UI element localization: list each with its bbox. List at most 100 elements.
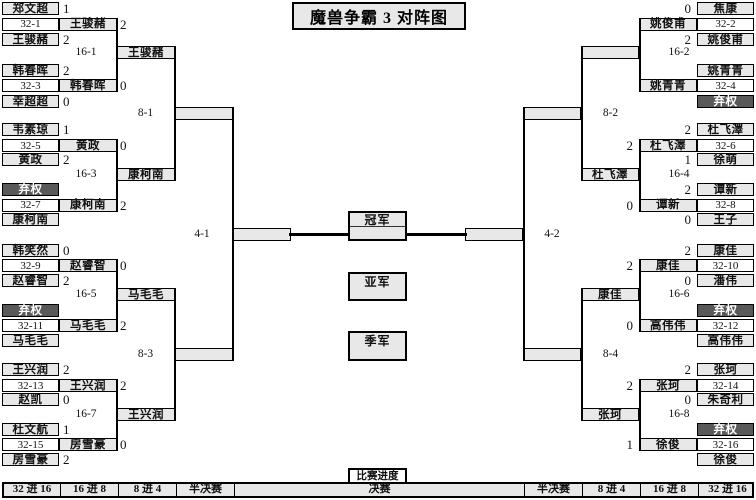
connector-16-8: [638, 379, 641, 451]
score-32-8-p1: 2: [684, 182, 692, 197]
round-label-8-2: 8-2: [602, 107, 619, 119]
score-32-1-winner: 2: [120, 16, 127, 32]
score-32-15-p1: 1: [63, 422, 70, 437]
score-32-8-p2: 0: [684, 212, 692, 227]
score-32-14-p1: 2: [684, 362, 692, 377]
player-box-32-3-p1: 韩春晖: [2, 64, 59, 77]
stage-cell-6: 8 进 4: [583, 483, 641, 496]
connector-16-5: [115, 259, 118, 332]
third-place-box: 季军: [348, 331, 407, 361]
player-box-32-7-p1: 弃权: [2, 183, 59, 196]
winner-box-16-7: 王兴润: [117, 408, 175, 421]
final-line-right: [406, 233, 467, 236]
player-box-32-2-p2: 姚俊甫: [697, 33, 754, 46]
player-box-32-5-p2: 黄政: [2, 153, 59, 166]
player-box-32-3-p2: 幸超超: [2, 95, 59, 108]
champion-box: 冠军: [348, 211, 407, 241]
player-box-32-6-p2: 徐萌: [697, 153, 754, 166]
player-box-32-11-p1: 弃权: [2, 304, 59, 317]
winner-box-4-1: [233, 228, 291, 241]
match-id-32-2: 32-2: [697, 17, 754, 31]
score-32-5-p1: 1: [63, 122, 70, 137]
round-label-4-2: 4-2: [544, 228, 560, 240]
score-32-1-p1: 1: [63, 1, 70, 16]
winner-box-32-7: 康柯南: [59, 198, 117, 212]
score-32-13-p1: 2: [63, 362, 70, 377]
score-32-1-p2: 2: [63, 32, 70, 47]
connector-16-6: [638, 259, 641, 332]
winner-box-32-15: 房雪豪: [59, 438, 117, 451]
round-label-8-1: 8-1: [137, 107, 154, 119]
connector-4-2: [522, 107, 525, 361]
player-box-32-8-p1: 谭新: [697, 183, 754, 196]
winner-box-32-12: 高伟伟: [639, 319, 697, 332]
score-32-11-winner: 2: [120, 318, 127, 333]
match-id-32-7: 32-7: [2, 198, 59, 212]
player-box-32-4-p2: 弃权: [697, 95, 754, 108]
player-box-32-2-p1: 焦康: [697, 2, 754, 15]
winner-box-8-4: [523, 348, 581, 361]
round-label-8-3: 8-3: [137, 348, 154, 360]
round-label-16-2: 16-2: [668, 46, 690, 58]
score-32-13-winner: 2: [120, 378, 127, 393]
runner-up-label: 亚军: [364, 275, 391, 289]
score-32-3-p1: 2: [63, 63, 70, 78]
connector-8-1: [173, 46, 176, 181]
score-32-6-p2: 1: [684, 152, 692, 167]
player-box-32-1-p1: 郑文超: [2, 2, 59, 15]
round-label-16-5: 16-5: [75, 288, 97, 300]
connector-16-3: [115, 139, 118, 212]
player-box-32-10-p2: 潘伟: [697, 274, 754, 287]
winner-box-32-5: 黄政: [59, 139, 117, 152]
stage-footer-bar: 32 进 16 16 进 8 8 进 4 半决赛 决赛 半决赛 8 进 4 16…: [2, 482, 754, 498]
score-32-7-winner: 2: [120, 197, 127, 213]
round-label-16-4: 16-4: [668, 168, 690, 180]
score-32-15-p2: 2: [63, 452, 70, 467]
winner-box-4-2: [465, 228, 523, 241]
player-box-32-9-p2: 赵睿智: [2, 274, 59, 287]
winner-box-32-14: 张珂: [639, 379, 697, 392]
score-32-3-winner: 0: [120, 78, 127, 93]
stage-cell-1: 16 进 8: [61, 483, 119, 496]
round-label-4-1: 4-1: [194, 228, 210, 240]
player-box-32-12-p2: 高伟伟: [697, 334, 754, 347]
winner-box-8-2: [523, 107, 581, 120]
player-box-32-6-p1: 杜飞澤: [697, 123, 754, 136]
connector-8-3: [173, 288, 176, 421]
score-32-6-winner: 2: [626, 138, 634, 153]
winner-box-32-13: 王兴润: [59, 379, 117, 392]
winner-box-32-8: 谭新: [639, 198, 697, 212]
match-id-32-4: 32-4: [697, 79, 754, 92]
stage-cell-7: 16 进 8: [641, 483, 699, 496]
connector-8-2: [580, 46, 583, 181]
player-box-32-16-p1: 弃权: [697, 423, 754, 436]
connector-8-4: [580, 288, 583, 421]
winner-box-32-11: 马毛毛: [59, 319, 117, 332]
score-32-14-p2: 0: [684, 392, 692, 407]
score-32-14-winner: 2: [626, 378, 634, 393]
match-id-32-6: 32-6: [697, 139, 754, 152]
winner-box-16-6: 康佳: [581, 288, 639, 301]
stage-cell-5: 半决赛: [525, 483, 583, 496]
player-box-32-1-p2: 王骏赭: [2, 33, 59, 46]
score-32-9-p2: 2: [63, 273, 70, 288]
winner-box-32-10: 康佳: [639, 259, 697, 272]
match-id-32-12: 32-12: [697, 319, 754, 332]
round-label-16-3: 16-3: [75, 168, 97, 180]
round-label-8-4: 8-4: [602, 348, 619, 360]
player-box-32-12-p1: 弃权: [697, 304, 754, 317]
score-32-9-winner: 0: [120, 258, 127, 273]
player-box-32-8-p2: 王子: [697, 213, 754, 226]
match-id-32-10: 32-10: [697, 259, 754, 272]
connector-16-4: [638, 139, 641, 212]
round-label-16-1: 16-1: [75, 46, 97, 58]
winner-box-16-2: [581, 46, 639, 59]
player-box-32-13-p2: 赵凯: [2, 393, 59, 406]
score-32-2-p2: 2: [684, 32, 692, 47]
winner-box-32-2: 姚俊甫: [639, 17, 697, 31]
player-box-32-15-p1: 杜文航: [2, 423, 59, 436]
player-box-32-9-p1: 韩笑然: [2, 244, 59, 257]
third-place-label: 季军: [364, 334, 391, 348]
round-label-16-8: 16-8: [668, 408, 690, 420]
score-32-5-p2: 2: [63, 152, 70, 167]
